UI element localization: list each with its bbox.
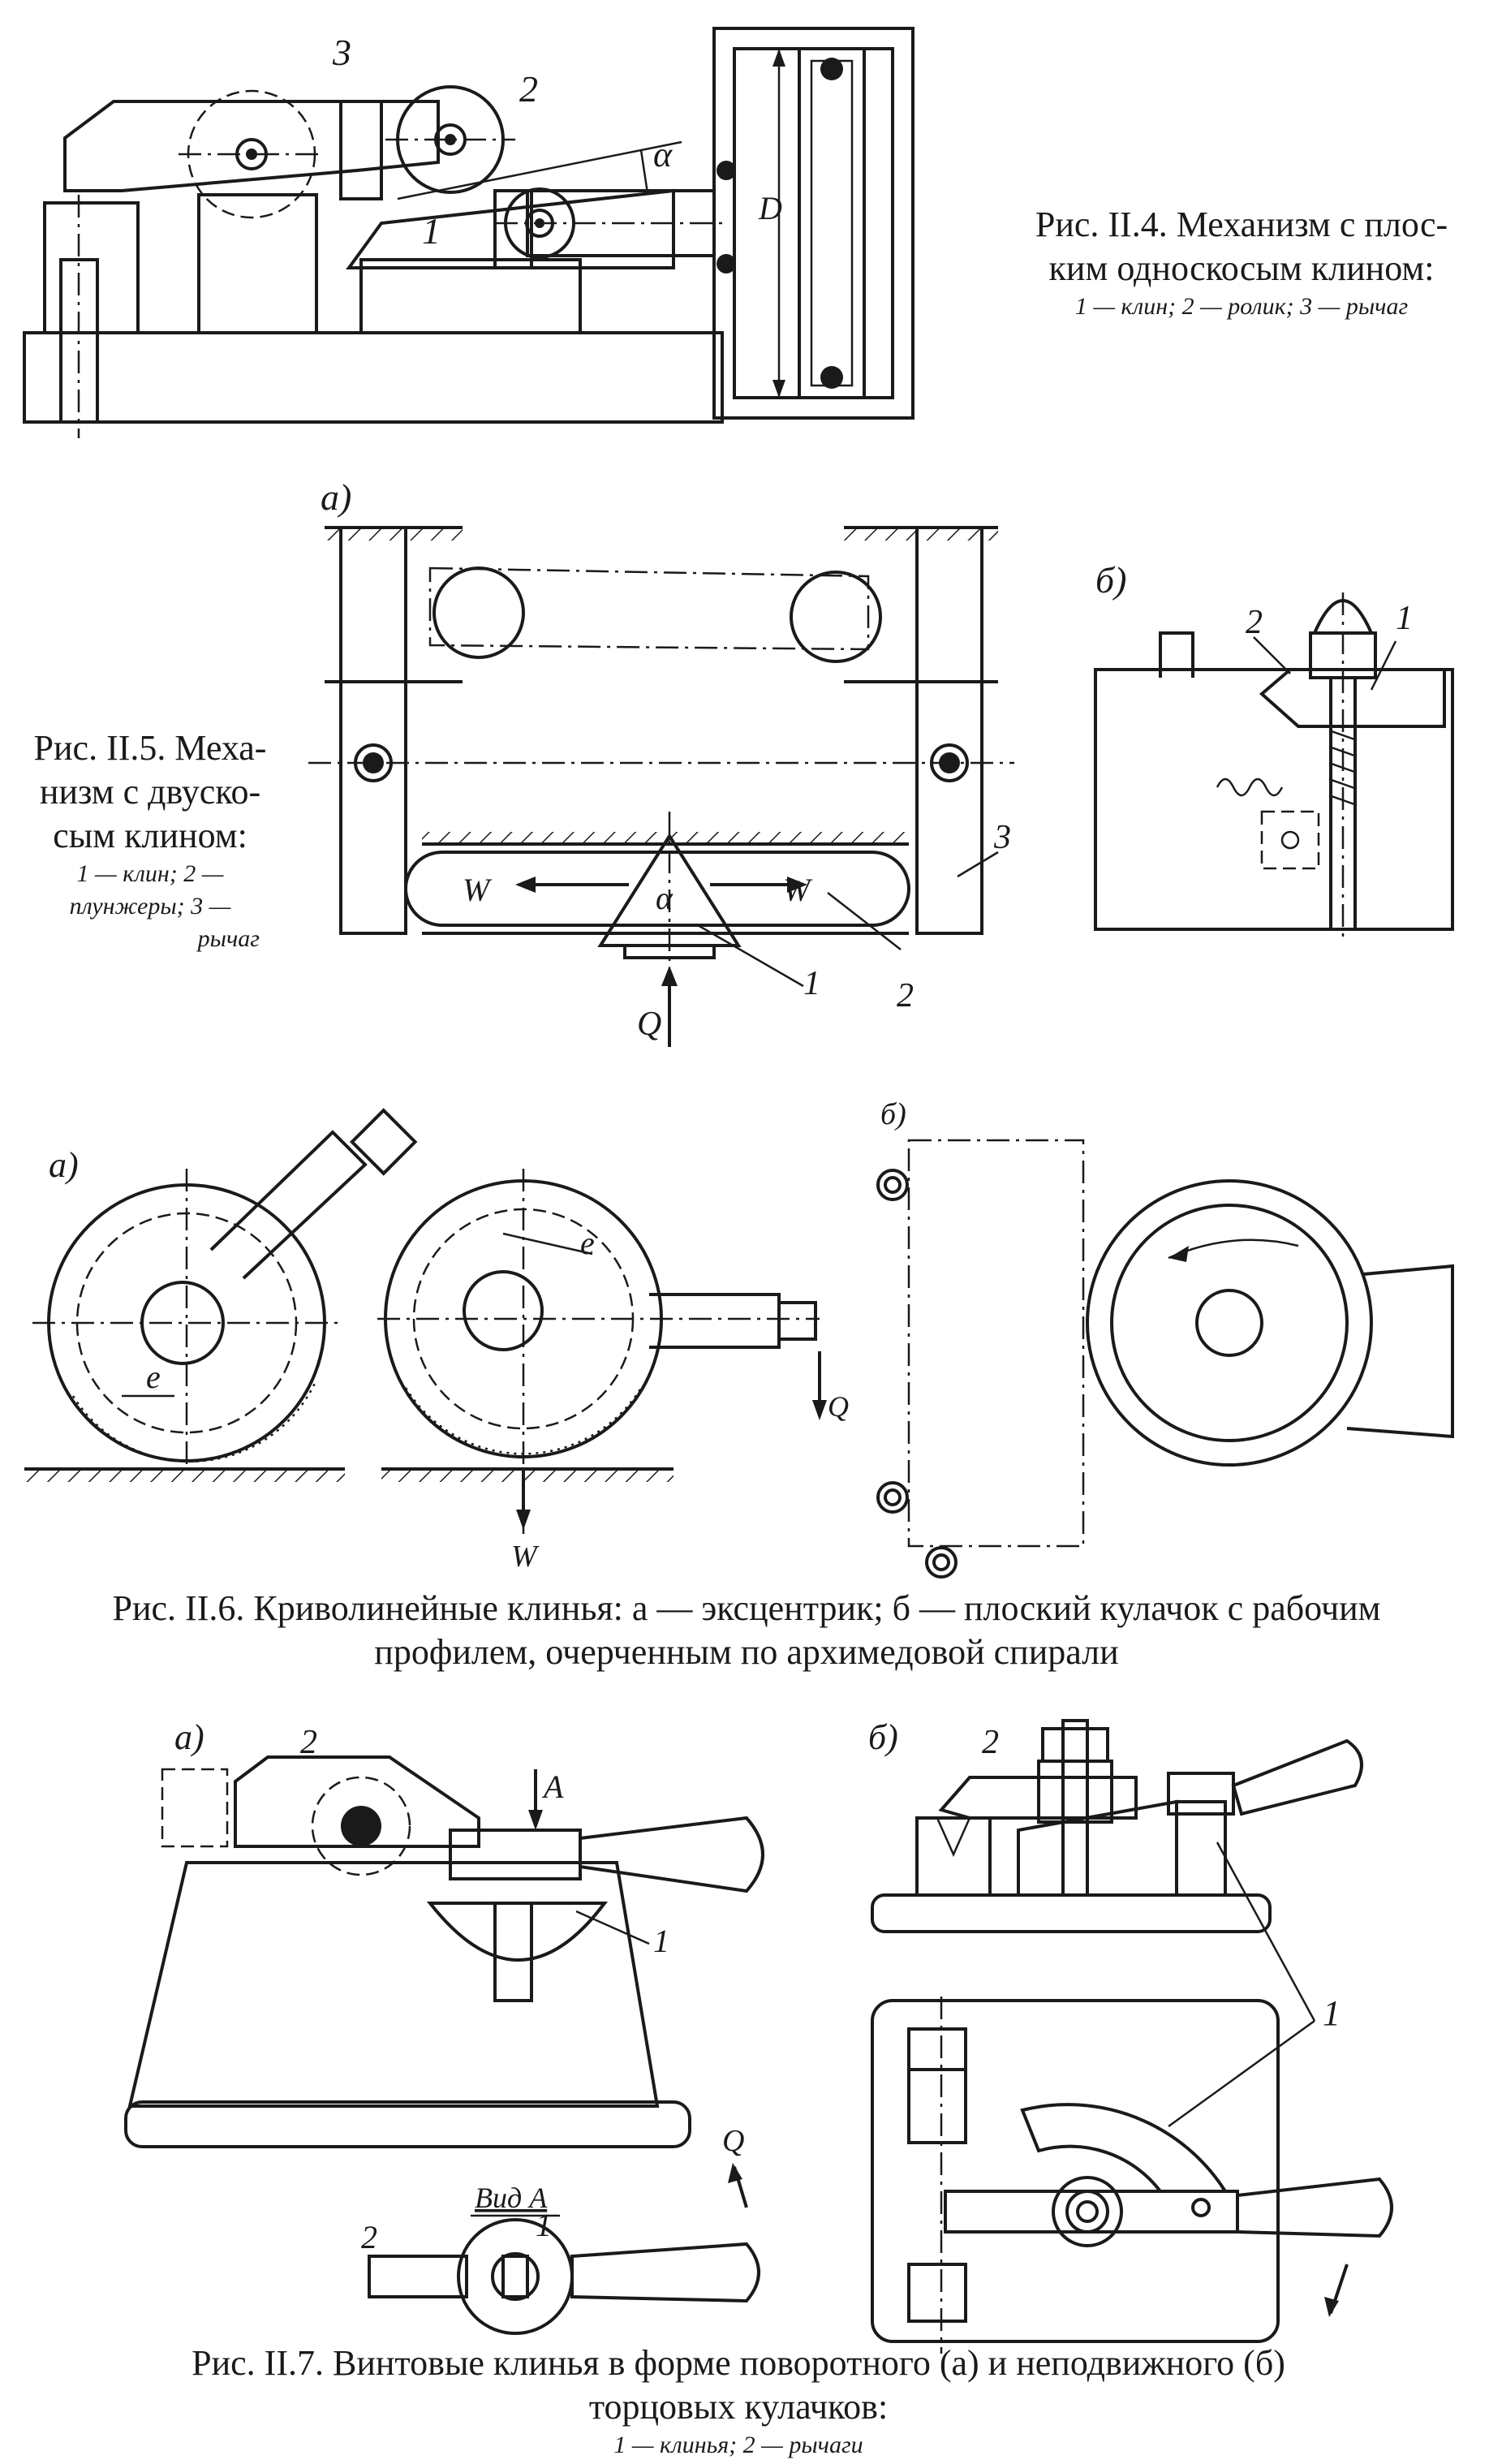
fig6b-drawing: б) — [876, 1097, 1454, 1579]
fig7a-label-2: 2 — [300, 1724, 317, 1761]
fig6a-handle-left — [209, 1130, 368, 1280]
fig4-hatched-block-left — [197, 193, 318, 334]
fig7b-label-2: 2 — [982, 1724, 999, 1761]
fig7a-cam — [449, 1829, 582, 1880]
fig7b-handle-plan — [1236, 2177, 1393, 2238]
fig5a-drawing: a) W W α Q 1 2 3 — [308, 476, 1014, 1047]
fig4-label-2: 2 — [519, 68, 538, 110]
fig5-caption-line2: низм с двуско- — [39, 772, 261, 812]
fig5-legend-line3: рычаг — [197, 925, 260, 952]
fig6b-label-b: б) — [880, 1097, 906, 1131]
fig7a-lever — [234, 1755, 480, 1848]
fig5a-plungers — [404, 851, 910, 927]
fig6b-cam — [1086, 1179, 1373, 1467]
fig4-drawing: 3 2 1 α D — [23, 27, 914, 438]
fig7b-plan-body — [871, 1999, 1280, 2343]
fig6a-label-a: а) — [49, 1145, 79, 1185]
fig7b-label-b: б) — [868, 1717, 898, 1757]
fig4-caption-line2: ким односкосым клином: — [1048, 248, 1435, 288]
fig4-hatched-block-mid — [359, 258, 582, 334]
fig6a-label-Q: Q — [828, 1390, 849, 1423]
fig7-caption: Рис. II.7. Винтовые клинья в форме повор… — [49, 2341, 1428, 2462]
fig5a-label-W-right: W — [783, 872, 813, 908]
fig5-caption-line3: сым клином: — [53, 816, 247, 855]
fig7-viewA-cam — [457, 2218, 574, 2335]
fig7-viewA-label-2: 2 — [361, 2219, 377, 2255]
fig5a-label-alpha: α — [656, 880, 673, 916]
fig7-caption-line2: торцовых кулачков: — [588, 2387, 889, 2427]
fig7b-handle-side — [1231, 1738, 1363, 1816]
fig4-base-plate — [23, 331, 724, 424]
fig6a-label-e1: e — [146, 1359, 161, 1395]
fig4-label-D: D — [758, 190, 782, 226]
fig4-label-1: 1 — [422, 210, 441, 252]
fig5b-body — [1094, 668, 1454, 931]
fig7a-drawing: а) 2 A 1 — [124, 1717, 764, 2148]
fig4-label-3: 3 — [332, 32, 351, 73]
fig6-caption: Рис. II.6. Криволинейные клинья: а — экс… — [16, 1587, 1477, 1674]
fig5a-label-2: 2 — [897, 977, 914, 1014]
fig5b-drawing: б) 1 2 — [1094, 559, 1454, 941]
fig7a-label-1: 1 — [653, 1923, 669, 1959]
fig5-legend-line1: 1 — клин; 2 — — [76, 860, 224, 887]
fig5b-label-1: 1 — [1396, 600, 1413, 637]
fig6a-drawing: а) e e Q W — [24, 1108, 849, 1574]
fig6a-label-W: W — [511, 1540, 540, 1574]
fig5b-label-2: 2 — [1246, 604, 1263, 641]
fig6-caption-line2: профилем, очерченным по архимедовой спир… — [374, 1632, 1119, 1672]
fig6b-workpiece — [907, 1139, 1085, 1548]
fig7a-handle — [579, 1816, 764, 1893]
fig4-caption-line1: Рис. II.4. Механизм с плос- — [1035, 205, 1448, 244]
fig4-lever — [63, 100, 440, 192]
fig5a-label-3: 3 — [993, 819, 1011, 856]
fig5a-lever-left — [339, 526, 407, 935]
fig4-caption: Рис. II.4. Механизм с плос- ким односкос… — [1002, 203, 1481, 323]
fig7b-drawing: б) 2 1 — [868, 1717, 1393, 2354]
fig7-viewA-label-Q: Q — [722, 2124, 744, 2158]
fig5b-label-b: б) — [1095, 559, 1126, 601]
fig7-viewA-label-1: 1 — [536, 2207, 552, 2243]
fig5a-top-link — [428, 566, 870, 651]
fig5a-top-ball-left — [432, 566, 525, 659]
fig7-viewA-handle — [570, 2242, 760, 2303]
fig5a-label-Q: Q — [637, 1006, 661, 1043]
fig4-label-alpha: α — [653, 135, 673, 174]
fig4-piston — [798, 47, 866, 399]
fig5a-label-W-left: W — [463, 872, 493, 908]
fig7a-label-a: а) — [174, 1717, 204, 1757]
fig7a-label-A: A — [541, 1768, 564, 1805]
fig4-cylinder — [712, 27, 914, 420]
fig6-caption-line1: Рис. II.6. Криволинейные клинья: а — экс… — [112, 1588, 1381, 1628]
fig7b-label-1: 1 — [1323, 1993, 1341, 2033]
fig6a-handle-right — [649, 1293, 781, 1349]
fig7a-base — [127, 1861, 660, 2108]
fig5-caption-line1: Рис. II.5. Меха- — [33, 728, 267, 768]
fig5a-top-ball-right — [790, 571, 882, 663]
fig4-left-column — [43, 201, 140, 334]
fig7b-lever-side — [938, 1776, 1138, 1820]
fig4-hatched-post — [339, 100, 383, 200]
fig7-viewA-title: Вид A — [475, 2182, 548, 2214]
fig7b-base-plate — [871, 1893, 1272, 1933]
fig6a-label-e2: e — [580, 1225, 595, 1261]
fig5b-nut-cap — [1311, 599, 1375, 635]
fig5-caption: Рис. II.5. Меха- низм с двуско- сым клин… — [8, 726, 292, 955]
fig5a-label-1: 1 — [803, 965, 820, 1002]
fig5a-label-a: a) — [321, 476, 351, 518]
fig5-legend-line2: плунжеры; 3 — — [69, 893, 231, 920]
fig4-legend: 1 — клин; 2 — ролик; 3 — рычаг — [1074, 293, 1409, 320]
fig7b-arc-wedge — [1020, 2103, 1229, 2193]
fig7-legend: 1 — клинья; 2 — рычаги — [613, 2432, 863, 2458]
fig7-viewA-drawing: Вид A Q 2 1 — [361, 2124, 760, 2335]
fig7-caption-line1: Рис. II.7. Винтовые клинья в форме повор… — [192, 2343, 1285, 2383]
fig7a-hatched-section — [426, 1902, 609, 1962]
fig7a-pivot — [341, 1806, 381, 1846]
fig5a-lever-right — [915, 526, 983, 935]
fig5b-wedge — [1259, 668, 1446, 728]
